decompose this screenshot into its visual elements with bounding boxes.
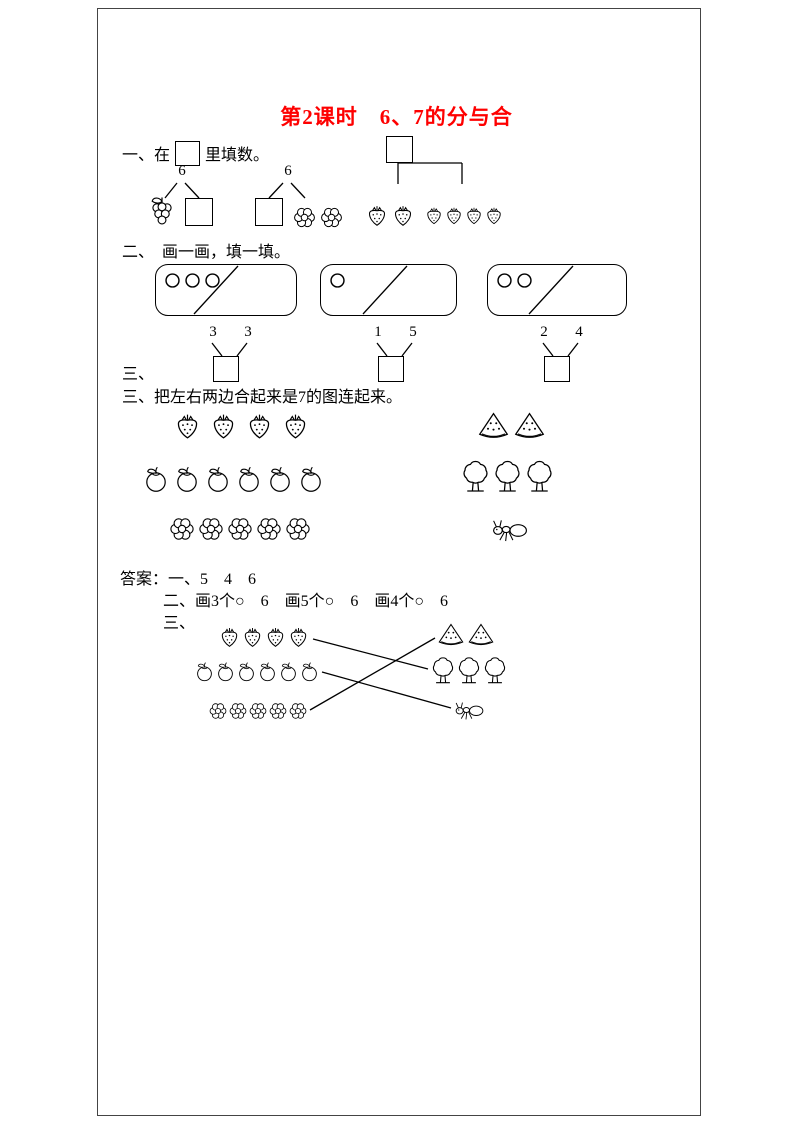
bond3-right-num: 4 <box>575 324 583 340</box>
section3-label: 三、把左右两边合起来是7的图连起来。 <box>122 389 403 406</box>
bond-a-grapes <box>147 194 177 230</box>
draw-box-2 <box>320 264 457 316</box>
bond2-answer-box <box>378 356 404 382</box>
answer-line-3: 三、 <box>163 615 196 632</box>
bond1-right-num: 3 <box>244 324 252 340</box>
draw-box-3 <box>487 264 627 316</box>
match-right-ant <box>489 516 531 543</box>
match-right-watermelons <box>477 411 546 441</box>
section2-lines <box>193 265 579 357</box>
bond-b-total: 6 <box>284 163 292 179</box>
match-left-apples <box>142 465 325 493</box>
bond2-left-num: 1 <box>374 324 382 340</box>
fill-box-inline <box>175 141 201 166</box>
bond1-answer-box <box>213 356 239 382</box>
bond3-answer-box <box>544 356 570 382</box>
section2-label: 二、 画一画，填一填。 <box>122 244 291 261</box>
answer-connection-lines <box>309 637 452 711</box>
match-left-strawberries <box>173 410 310 442</box>
section1-label-suffix: 里填数。 <box>205 147 270 164</box>
answer-line-1: 答案：一、5 4 6 <box>120 571 257 588</box>
bond1-left-num: 3 <box>209 324 217 340</box>
section1-label-prefix: 一、在 <box>122 147 171 164</box>
bond-b-flowers <box>292 205 344 230</box>
section1-label: 一、在 里填数。 <box>122 141 269 166</box>
section1-bond-lines <box>164 162 463 199</box>
bond-a-total: 6 <box>178 163 186 179</box>
bond-c-strawberries-group1 <box>365 202 415 229</box>
page-title: 第2课时 6、7的分与合 <box>280 105 513 129</box>
bond3-left-num: 2 <box>540 324 548 340</box>
answer-line-2: 二、画3个○ 6 画5个○ 6 画4个○ 6 <box>163 593 448 610</box>
bond-c-answer-box <box>386 136 413 163</box>
section3-stub: 三、 <box>122 366 155 383</box>
match-right-trees <box>460 458 555 495</box>
bond2-right-num: 5 <box>409 324 417 340</box>
page-frame <box>97 8 701 1116</box>
bond-a-answer-box <box>185 198 213 226</box>
match-left-flowers <box>168 515 312 543</box>
draw-box-1 <box>155 264 297 316</box>
bond-b-answer-box <box>255 198 283 226</box>
bond-c-strawberries-group2 <box>424 202 504 229</box>
